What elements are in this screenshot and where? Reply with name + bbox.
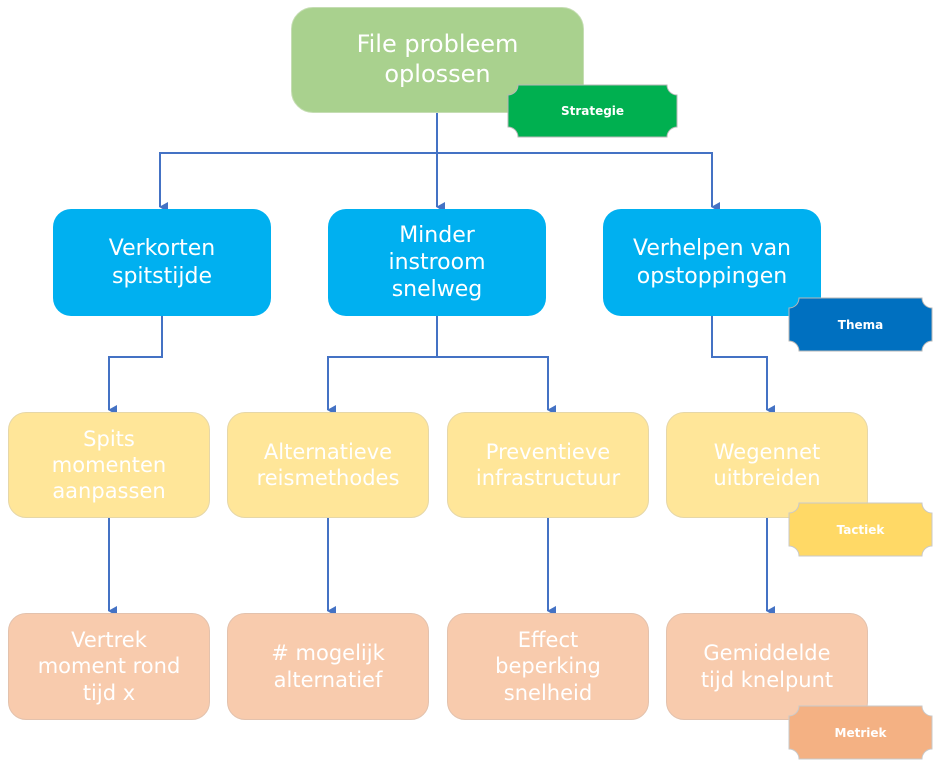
node-gemiddelde-tijd-knelpunt[interactable]: Gemiddelde tijd knelpunt [666,613,868,720]
tag-metriek: Metriek [788,705,933,760]
plaque-shape [507,84,678,138]
tag-strategie: Strategie [507,84,678,138]
node-text-line: alternatief [273,667,383,692]
node-text-line: Spits [83,426,135,451]
connector-root-to-verhelpen [437,152,720,212]
tag-thema: Thema [788,297,933,352]
node-text-line: oplossen [384,60,491,88]
node-text-line: infrastructuur [475,466,621,490]
plaque-shape [788,705,933,760]
node-text-line: Preventieve [485,439,611,464]
connector-minder-to-preventieve [437,356,556,415]
tag-label: Metriek [834,725,887,740]
node-effect-beperking-snelheid[interactable]: Effect beperking snelheid [447,613,649,720]
node-text-line: reismethodes [256,466,400,490]
node-text-line: instroom [388,249,486,275]
tag-label: Thema [837,317,884,332]
node-vertrek-moment-rond-tijd-x[interactable]: Vertrek moment rond tijd x [8,613,210,720]
node-text-line: Verkorten [108,236,216,262]
node-text-line: # mogelijk [271,641,385,666]
node-text-line: momenten [51,452,167,477]
node-spits-momenten-aanpassen[interactable]: Spits momenten aanpassen [8,412,210,518]
connector-verkorten-to-spits [108,316,163,415]
node-text-line: spitstijde [112,263,212,289]
node-minder-instroom-snelweg[interactable]: Minder instroom snelweg [328,209,546,316]
node-mogelijk-alternatief[interactable]: # mogelijk alternatief [227,613,429,720]
node-alternatieve-reismethodes[interactable]: Alternatieve reismethodes [227,412,429,518]
node-text-line: opstoppingen [636,263,788,289]
tag-label: Tactiek [836,522,885,537]
tag-label: Strategie [560,104,625,118]
connector-root-to-verkorten [159,152,437,212]
node-text-line: Wegennet [713,439,821,464]
node-text-line: beperking [495,654,601,679]
node-text-line: Alternatieve [263,439,393,464]
plaque-shape [788,297,933,352]
node-text-line: snelweg [391,277,483,303]
node-text-line: Gemiddelde [703,641,831,666]
node-text-line: uitbreiden [713,466,821,490]
node-text-line: File probleem [356,30,519,59]
connector-verhelpen-to-wegennet [711,316,775,415]
node-text-line: snelheid [503,680,593,705]
node-verkorten-spitstijde[interactable]: Verkorten spitstijde [53,209,271,316]
node-text-line: Verhelpen van [632,236,791,262]
node-text-line: Vertrek [71,628,147,653]
node-text-line: Minder [399,222,475,248]
node-text-line: Effect [517,628,579,653]
node-text-line: tijd x [82,680,136,705]
node-text-line: moment rond [37,654,181,679]
plaque-shape [788,502,933,557]
node-preventieve-infrastructuur[interactable]: Preventieve infrastructuur [447,412,649,518]
node-verhelpen-van-opstoppingen[interactable]: Verhelpen van opstoppingen [603,209,821,316]
tag-tactiek: Tactiek [788,502,933,557]
node-text-line: aanpassen [52,479,166,504]
connector-minder-to-alternatieve [327,356,437,415]
node-root-file-probleem-oplossen[interactable]: File probleem oplossen [291,7,584,113]
node-text-line: tijd knelpunt [700,667,834,692]
node-wegennet-uitbreiden[interactable]: Wegennet uitbreiden [666,412,868,518]
